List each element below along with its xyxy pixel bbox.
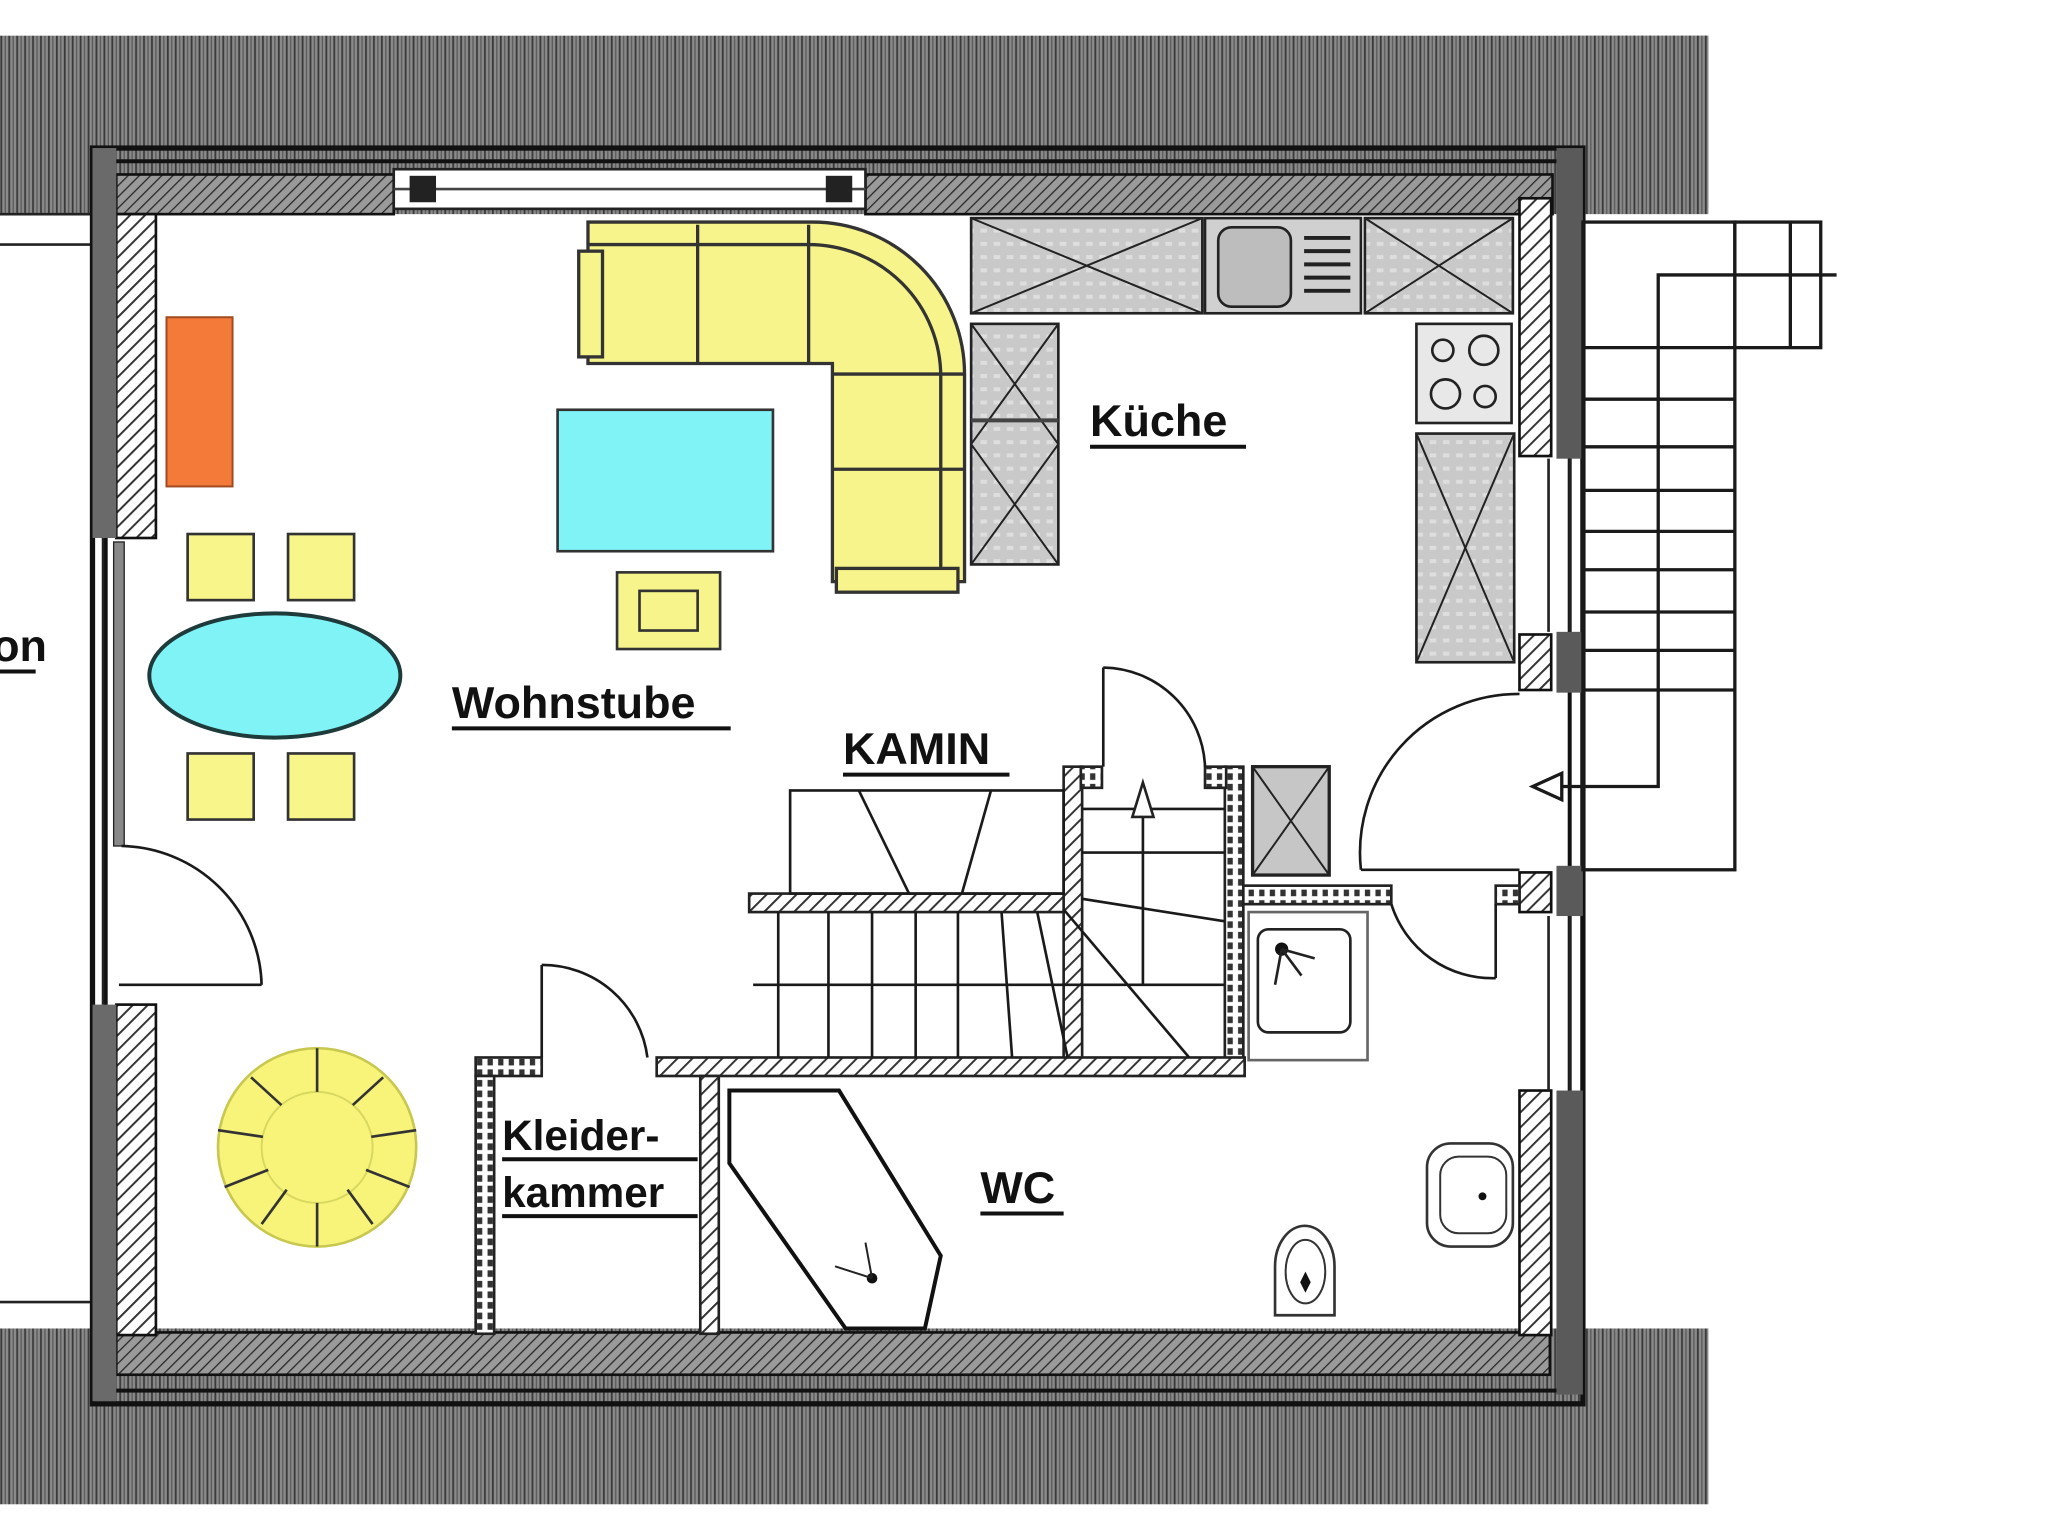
stair-arrow-icon	[1130, 778, 1156, 819]
stove	[1415, 322, 1513, 425]
chimney	[1250, 765, 1331, 877]
washbasin	[1425, 1142, 1515, 1248]
shower	[1247, 910, 1369, 1062]
round-table	[216, 1046, 418, 1248]
label-kueche: Küche	[1090, 395, 1227, 446]
patio-door[interactable]	[118, 844, 263, 987]
outer-walls	[89, 145, 1586, 1407]
dining-set	[147, 532, 403, 821]
kleiderkammer-walls	[474, 1056, 544, 1336]
kitchen-counter-top	[969, 216, 1515, 315]
corner-sofa	[577, 220, 967, 594]
sideboard	[165, 316, 234, 488]
label-wohnstube: Wohnstube	[452, 677, 696, 728]
room-labels: Küche Wohnstube KAMIN Kleider- kammer WC…	[0, 395, 1246, 1219]
label-kleiderkammer-1: Kleider-	[502, 1112, 659, 1159]
kamin-door[interactable]	[1079, 666, 1228, 790]
wc-door[interactable]	[1390, 903, 1498, 980]
bathtub	[727, 1088, 943, 1331]
toilet	[1273, 1224, 1336, 1317]
kitchen-tall-unit	[1415, 432, 1516, 664]
kleiderkammer-door[interactable]	[540, 963, 649, 1058]
label-kamin: KAMIN	[843, 723, 990, 774]
exterior-stairs	[1528, 220, 1837, 872]
entrance-door[interactable]	[1358, 692, 1520, 872]
interior-staircase	[655, 765, 1246, 1078]
label-wc: WC	[980, 1162, 1055, 1213]
kitchen-counter-left	[969, 322, 1060, 566]
label-cut-left: on	[0, 620, 47, 671]
wc-walls	[698, 884, 1521, 1336]
footstool	[615, 571, 722, 651]
roof-right-stub	[1565, 35, 1709, 208]
label-kleiderkammer-2: kammer	[502, 1169, 664, 1216]
coffee-table	[556, 408, 775, 553]
